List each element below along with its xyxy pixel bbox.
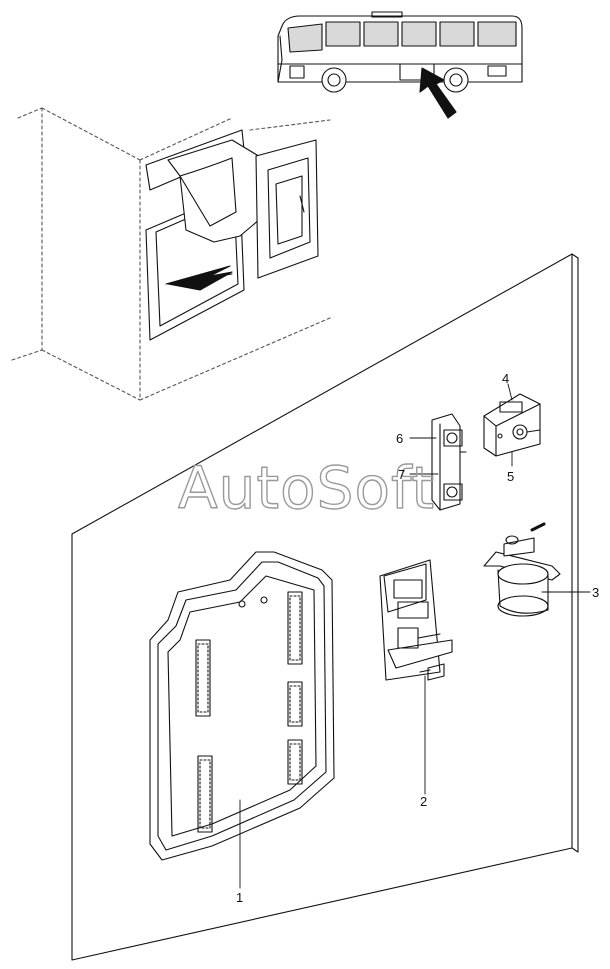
solenoid-valve: [483, 522, 561, 617]
relay-block: [483, 393, 541, 457]
compartment-view: [11, 107, 331, 401]
callout-5: 5: [507, 469, 514, 484]
relay-board: [379, 559, 453, 681]
callout-7: 7: [398, 467, 405, 482]
bus-illustration: [277, 11, 523, 119]
callout-2: 2: [420, 794, 427, 809]
watermark-text: AutoSoft: [178, 454, 435, 522]
callout-4: 4: [502, 371, 509, 386]
callout-6: 6: [396, 431, 403, 446]
callout-1: 1: [236, 890, 243, 905]
ecu-module: [149, 551, 335, 861]
callout-3: 3: [592, 585, 599, 600]
leader-lines: [239, 383, 591, 889]
terminal-block: [431, 413, 467, 511]
